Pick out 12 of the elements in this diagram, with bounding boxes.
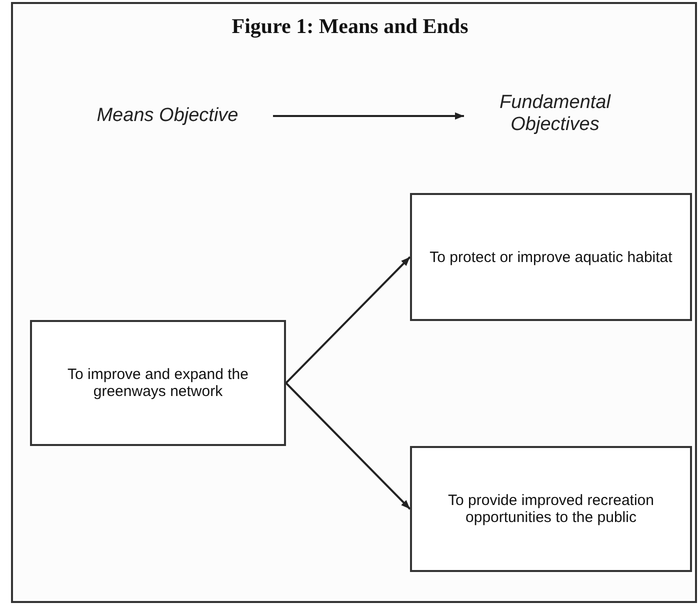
objective-text: To protect or improve aquatic habitat <box>430 248 672 266</box>
objective-box <box>410 193 692 321</box>
objective-box <box>410 446 692 572</box>
objective-box <box>30 320 286 446</box>
objective-text: To improve and expand the greenways network <box>66 366 250 400</box>
heading-label: Means Objective <box>70 98 265 134</box>
objective-text: To provide improved recreation opportunities to the public <box>447 492 655 526</box>
figure-title: Figure 1: Means and Ends <box>230 14 470 39</box>
arrow <box>285 256 411 384</box>
arrow <box>273 112 464 120</box>
heading-label: Fundamental Objectives <box>470 84 640 144</box>
arrow <box>285 382 411 510</box>
